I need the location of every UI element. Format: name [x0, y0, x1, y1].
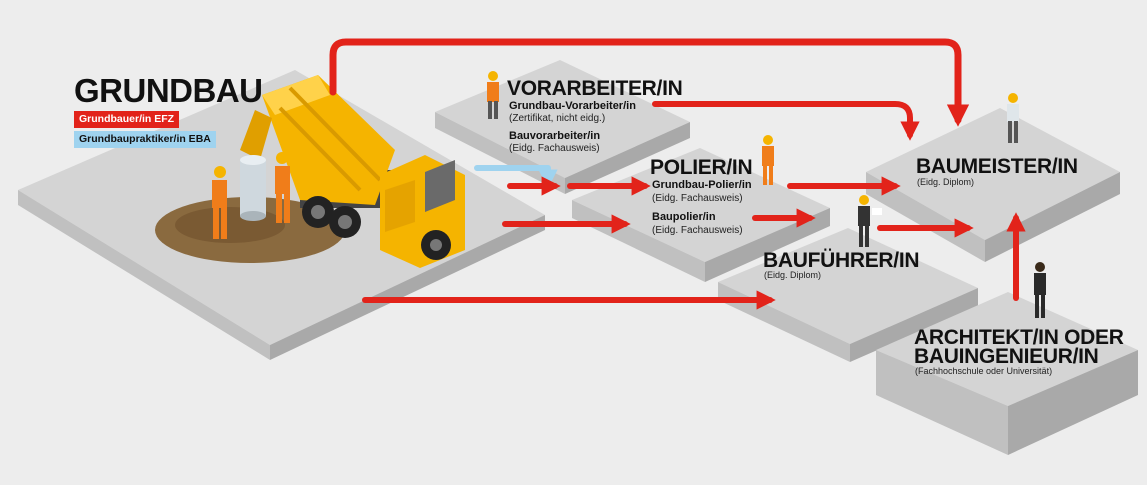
- vorarbeiter-item1: Grundbau-Vorarbeiter/in: [509, 100, 636, 112]
- concrete-mixer-truck: [240, 75, 465, 268]
- pile-pipe: [240, 155, 266, 221]
- page-title: GRUNDBAU: [74, 72, 263, 109]
- platform-architekt: [876, 292, 1138, 455]
- architekt-title-line1: ARCHITEKT/IN ODER: [914, 326, 1124, 349]
- vorarbeiter-title: VORARBEITER/IN: [507, 77, 683, 100]
- worker-polier-icon: [762, 135, 774, 185]
- worker-icon: [275, 152, 290, 223]
- vorarbeiter-item2-note: (Eidg. Fachausweis): [509, 143, 600, 154]
- arrow-vorarbeiter-to-baumeister: [652, 101, 920, 141]
- polier-item2: Baupolier/in: [652, 211, 716, 223]
- polier-item2-note: (Eidg. Fachausweis): [652, 225, 743, 236]
- baufuehrer-title: BAUFÜHRER/IN: [763, 249, 920, 272]
- architekt-title-line2: BAUINGENIEUR/IN: [914, 345, 1099, 368]
- badge-efz: Grundbauer/in EFZ: [74, 111, 180, 128]
- baumeister-note: (Eidg. Diplom): [917, 177, 975, 187]
- architekt-note: (Fachhochschule oder Universität): [915, 366, 1053, 376]
- worker-icon: [212, 166, 227, 239]
- worker-baufuehrer-icon: [858, 195, 882, 247]
- polier-title: POLIER/IN: [650, 156, 753, 179]
- baumeister-title: BAUMEISTER/IN: [916, 155, 1078, 178]
- worker-vorarbeiter-icon: [487, 71, 499, 119]
- arrows: [329, 38, 1026, 310]
- worker-baumeister-icon: [1007, 93, 1019, 143]
- platform-baumeister: [866, 108, 1120, 262]
- vorarbeiter-item2: Bauvorarbeiter/in: [509, 130, 601, 142]
- badge-eba: Grundbaupraktiker/in EBA: [74, 131, 216, 148]
- baufuehrer-note: (Eidg. Diplom): [764, 270, 822, 280]
- architect-icon: [1034, 262, 1046, 318]
- vorarbeiter-item1-note: (Zertifikat, nicht eidg.): [509, 113, 606, 124]
- polier-item1: Grundbau-Polier/in: [652, 179, 752, 191]
- arrow-grundbau-to-baumeister-top: [329, 38, 970, 127]
- polier-item1-note: (Eidg. Fachausweis): [652, 193, 743, 204]
